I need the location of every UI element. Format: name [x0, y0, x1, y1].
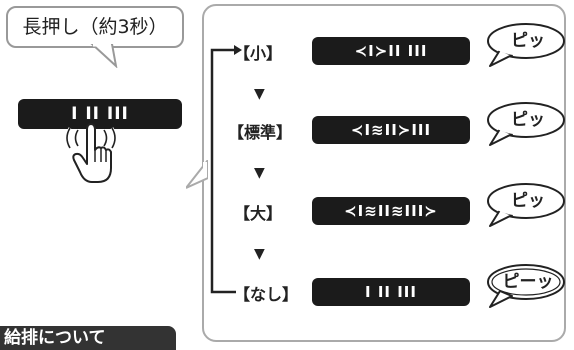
- display-large: ≺I≋II≋III≻: [312, 197, 470, 225]
- callout-text: 長押し（約3秒）: [22, 16, 168, 38]
- cycle-loop-arrow: [210, 45, 242, 294]
- sound-none: ピーッ: [502, 272, 554, 292]
- display-small: ≺I≻II III: [312, 37, 470, 65]
- sound-standard: ピッ: [511, 110, 545, 130]
- down-arrow-icon: ▼: [254, 86, 265, 102]
- section-tab-label: 給排について: [4, 328, 106, 348]
- down-arrow-icon: ▼: [254, 165, 265, 181]
- panel-pointer: [186, 160, 208, 189]
- speech-bubble-small: [487, 23, 565, 67]
- display-standard-bars: ≺I≋II≻III: [350, 121, 432, 139]
- display-none: I II III: [312, 278, 470, 306]
- device-display-button[interactable]: I II III: [18, 99, 182, 129]
- sound-large: ピッ: [511, 191, 545, 211]
- display-small-bars: ≺I≻II III: [354, 42, 428, 60]
- speech-bubble-standard: [487, 102, 565, 146]
- level-label-small: 【小】: [234, 44, 283, 63]
- callout-tail: [90, 44, 118, 68]
- speech-bubble-none: [487, 264, 565, 308]
- pressing-hand-icon: [65, 123, 117, 183]
- down-arrow-icon: ▼: [254, 246, 265, 262]
- display-standard: ≺I≋II≻III: [312, 116, 470, 144]
- display-large-bars: ≺I≋II≋III≻: [344, 202, 438, 220]
- speech-bubble-large: [487, 183, 565, 227]
- level-label-none: 【なし】: [234, 285, 299, 304]
- level-label-standard: 【標準】: [228, 123, 293, 142]
- level-label-large: 【大】: [234, 204, 283, 223]
- display-none-bars: I II III: [365, 283, 417, 301]
- device-level-bars: I II III: [71, 104, 129, 124]
- sound-small: ピッ: [511, 31, 545, 51]
- long-press-callout: 長押し（約3秒）: [6, 6, 184, 48]
